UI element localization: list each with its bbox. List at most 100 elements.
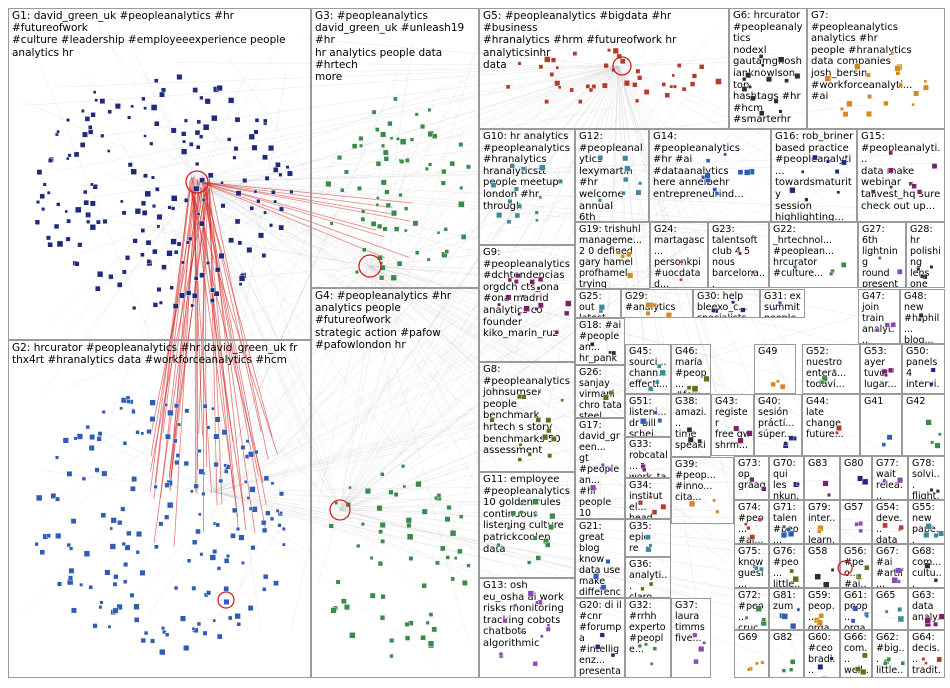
edge [204,181,262,432]
node [551,436,557,442]
node [626,251,632,258]
node [135,430,140,435]
node [344,604,350,611]
node [175,453,181,458]
node [134,208,141,215]
node [790,659,796,665]
node [127,162,133,168]
node [209,554,216,561]
edge [369,265,764,494]
group-label: G33: robcatal... work_ta... #emplo... [629,439,668,478]
node [106,149,111,153]
group-label: G69 [738,632,758,643]
group-panel-g33: G33: robcatal... work_ta... #emplo... [625,437,671,478]
node [74,261,80,267]
group-label: G62: #big... little... [876,632,905,677]
node [607,467,612,472]
edge [213,101,387,493]
node [279,511,283,515]
node [427,107,432,112]
node [615,250,620,255]
node [55,532,62,539]
group-panel-g49: G49 [754,344,796,394]
node [936,656,942,663]
node [846,100,853,107]
node [817,529,822,534]
node [550,57,557,63]
node [92,184,98,190]
node [897,607,903,612]
edge [199,181,396,215]
group-label: G76: #peo... little... [773,546,801,588]
node [655,379,660,385]
group-panel-g52: G52: nuestro entera... todaví... [802,344,860,394]
node [107,109,112,114]
group-panel-g50: G50: panels 4 intervi... [902,344,945,394]
node [79,582,84,587]
group-panel-g46: G46: maría #peop... #fow [671,344,711,394]
node [114,103,121,110]
edge [213,491,927,667]
group-panel-g22: G22: _hrtechnol... #peoplean... hrcurato… [769,222,858,288]
edge [213,342,395,493]
edge [617,65,810,144]
group-label: G73: op graag [738,458,766,492]
node [377,223,383,229]
node [875,327,880,333]
node [637,75,643,81]
node [232,507,238,513]
edge [339,433,548,511]
node [497,302,501,307]
edge [339,26,748,511]
node [67,575,73,581]
node [603,63,609,69]
node [159,91,165,98]
node [100,512,107,519]
node [913,90,920,97]
node [119,406,123,411]
node [359,143,363,148]
node [705,158,711,163]
node [223,558,230,564]
node [381,143,386,148]
node [760,660,765,665]
edge [196,181,528,624]
node [408,556,414,561]
node [210,287,215,293]
edge [166,65,619,244]
edge [196,69,249,183]
node [761,63,765,67]
node [862,652,868,659]
node [240,445,246,450]
node [173,585,179,591]
edge [339,430,642,511]
node [141,96,146,101]
node [247,451,254,458]
node [686,427,693,433]
node [233,146,239,152]
node [889,185,893,189]
group-panel-g12: G12: #peopleanalytics lexymartin #hr wel… [575,129,649,222]
node [881,442,886,447]
group-label: G82 [773,632,793,643]
edge [369,265,543,490]
node [637,643,642,648]
node [793,264,798,270]
node [865,614,869,618]
edge [146,265,371,620]
node [661,82,667,87]
node [404,206,409,211]
node [591,84,597,90]
node [421,508,428,515]
node [159,649,166,656]
edge [73,181,198,356]
edge [144,72,198,183]
node [199,177,205,184]
node [172,303,179,310]
node [460,234,467,240]
group-panel-g80: G80 [840,456,872,500]
node [733,425,740,432]
group-panel-g57: G57 [840,500,872,544]
group-panel-g81: G81: zum [769,588,804,630]
node [101,470,108,477]
